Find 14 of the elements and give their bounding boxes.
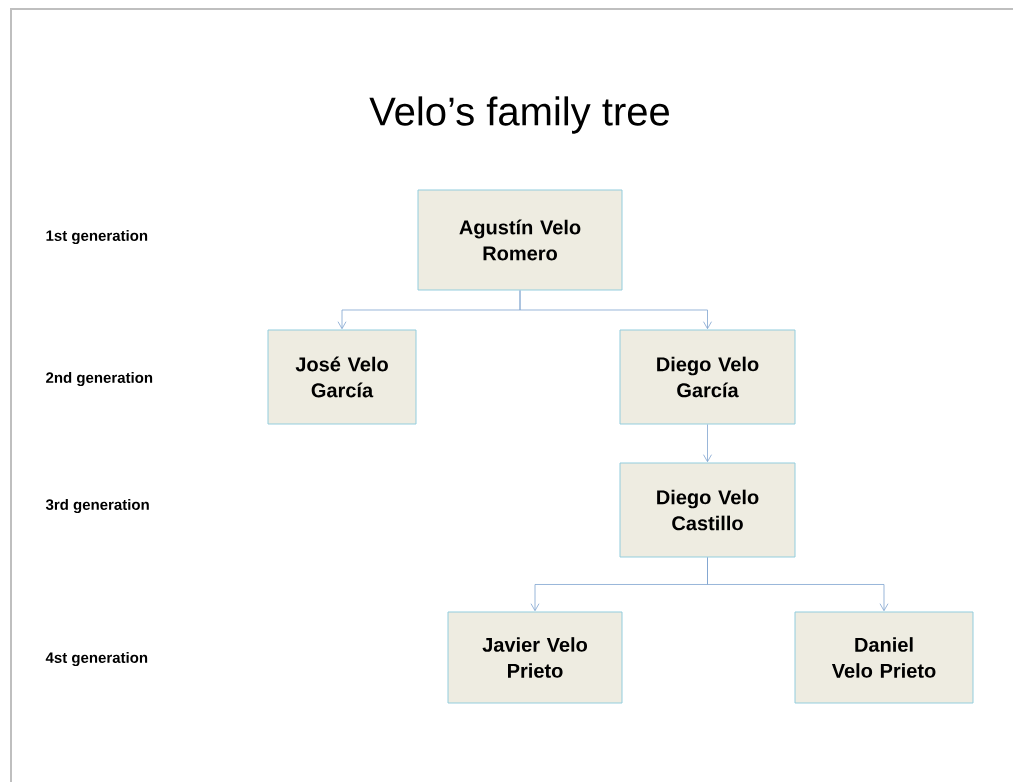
- generation-label: 3rd generation: [45, 498, 149, 513]
- connector-arrow: [519, 290, 712, 330]
- person-box: Diego Velo Castillo: [619, 462, 796, 558]
- generation-label: 1st generation: [46, 229, 148, 244]
- title: Velo’s family tree: [369, 96, 669, 134]
- person-box: Agustín Velo Romero: [417, 189, 623, 291]
- connector-arrow: [703, 424, 712, 463]
- person-box: Daniel Velo Prieto: [794, 611, 974, 704]
- connector-arrow: [707, 557, 889, 612]
- generation-label: 4st generation: [45, 651, 148, 666]
- person-box: José Velo García: [267, 329, 417, 425]
- person-box: Diego Velo García: [619, 329, 796, 425]
- person-box: Javier Velo Prieto: [447, 611, 623, 704]
- generation-label: 2nd generation: [46, 371, 153, 386]
